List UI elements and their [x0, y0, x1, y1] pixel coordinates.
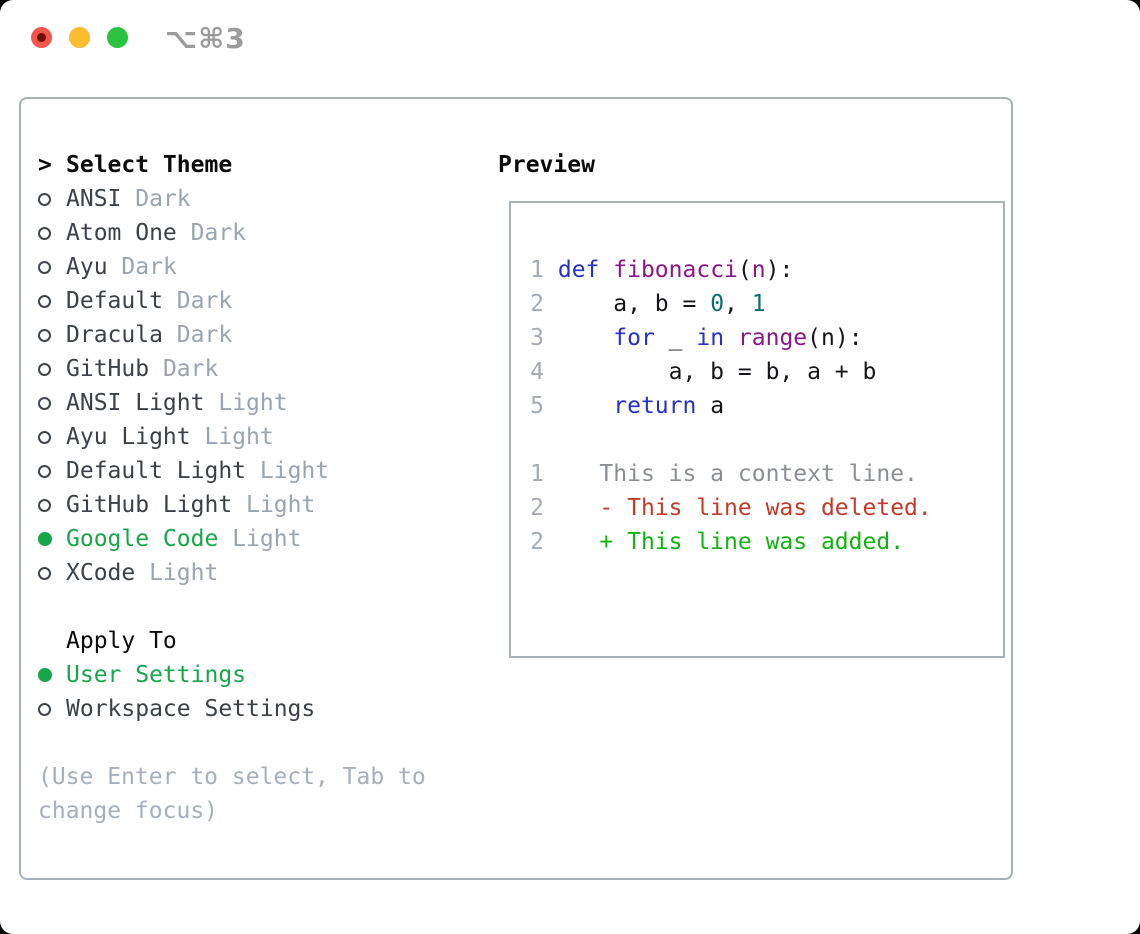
code-line: 1 def fibonacci(n):: [530, 257, 794, 283]
radio-icon: [38, 192, 66, 206]
blank-line: [530, 423, 1003, 457]
radio-icon: [38, 566, 66, 580]
theme-picker-panel: > Select Theme ANSI Dark Atom One Dark A…: [19, 97, 1013, 880]
window-title: ⌥⌘3: [165, 22, 246, 55]
preview-label: Preview: [498, 152, 595, 178]
help-text: (Use Enter to select, Tab to change focu…: [38, 764, 426, 824]
theme-item-ansi-light[interactable]: ANSI Light Light: [38, 386, 478, 420]
select-theme-header: > Select Theme: [38, 148, 478, 182]
theme-item-dracula-dark[interactable]: Dracula Dark: [38, 318, 478, 352]
theme-item-ayu-light[interactable]: Ayu Light Light: [38, 420, 478, 454]
apply-to-workspace-settings[interactable]: Workspace Settings: [38, 692, 478, 726]
theme-item-github-light[interactable]: GitHub Light Light: [38, 488, 478, 522]
code-line: 5 return a: [530, 393, 725, 419]
theme-item-ayu-dark[interactable]: Ayu Dark: [38, 250, 478, 284]
diff-context-line: 1 This is a context line.: [530, 461, 918, 487]
select-theme-label: Select Theme: [66, 152, 233, 178]
radio-icon: [38, 702, 66, 716]
radio-selected-icon: [38, 532, 66, 546]
radio-icon: [38, 362, 66, 376]
theme-item-atom-one-dark[interactable]: Atom One Dark: [38, 216, 478, 250]
theme-item-google-code-light[interactable]: Google Code Light: [38, 522, 478, 556]
diff-added-line: 2 + This line was added.: [530, 529, 905, 555]
code-line: 3 for _ in range(n):: [530, 325, 863, 351]
radio-icon: [38, 260, 66, 274]
code-line: 4 a, b = b, a + b: [530, 359, 877, 385]
apply-to-user-settings[interactable]: User Settings: [38, 658, 478, 692]
radio-selected-icon: [38, 668, 66, 682]
apply-to-label: Apply To: [66, 628, 177, 654]
diff-deleted-line: 2 - This line was deleted.: [530, 495, 932, 521]
theme-item-github-dark[interactable]: GitHub Dark: [38, 352, 478, 386]
radio-icon: [38, 226, 66, 240]
theme-item-default-dark[interactable]: Default Dark: [38, 284, 478, 318]
radio-icon: [38, 498, 66, 512]
theme-item-ansi-dark[interactable]: ANSI Dark: [38, 182, 478, 216]
radio-icon: [38, 294, 66, 308]
radio-icon: [38, 396, 66, 410]
radio-icon: [38, 430, 66, 444]
close-button[interactable]: [31, 27, 52, 48]
apply-to-header: Apply To: [38, 624, 478, 658]
theme-item-default-light[interactable]: Default Light Light: [38, 454, 478, 488]
minimize-button[interactable]: [69, 27, 90, 48]
radio-icon: [38, 328, 66, 342]
theme-item-xcode-light[interactable]: XCode Light: [38, 556, 478, 590]
theme-list: > Select Theme ANSI Dark Atom One Dark A…: [38, 148, 478, 828]
code-line: 2 a, b = 0, 1: [530, 291, 766, 317]
zoom-button[interactable]: [107, 27, 128, 48]
caret-icon: >: [38, 152, 52, 178]
titlebar: ⌥⌘3: [0, 0, 1140, 75]
radio-icon: [38, 464, 66, 478]
theme-preview-box: 1 def fibonacci(n): 2 a, b = 0, 1 3 for …: [509, 201, 1005, 658]
